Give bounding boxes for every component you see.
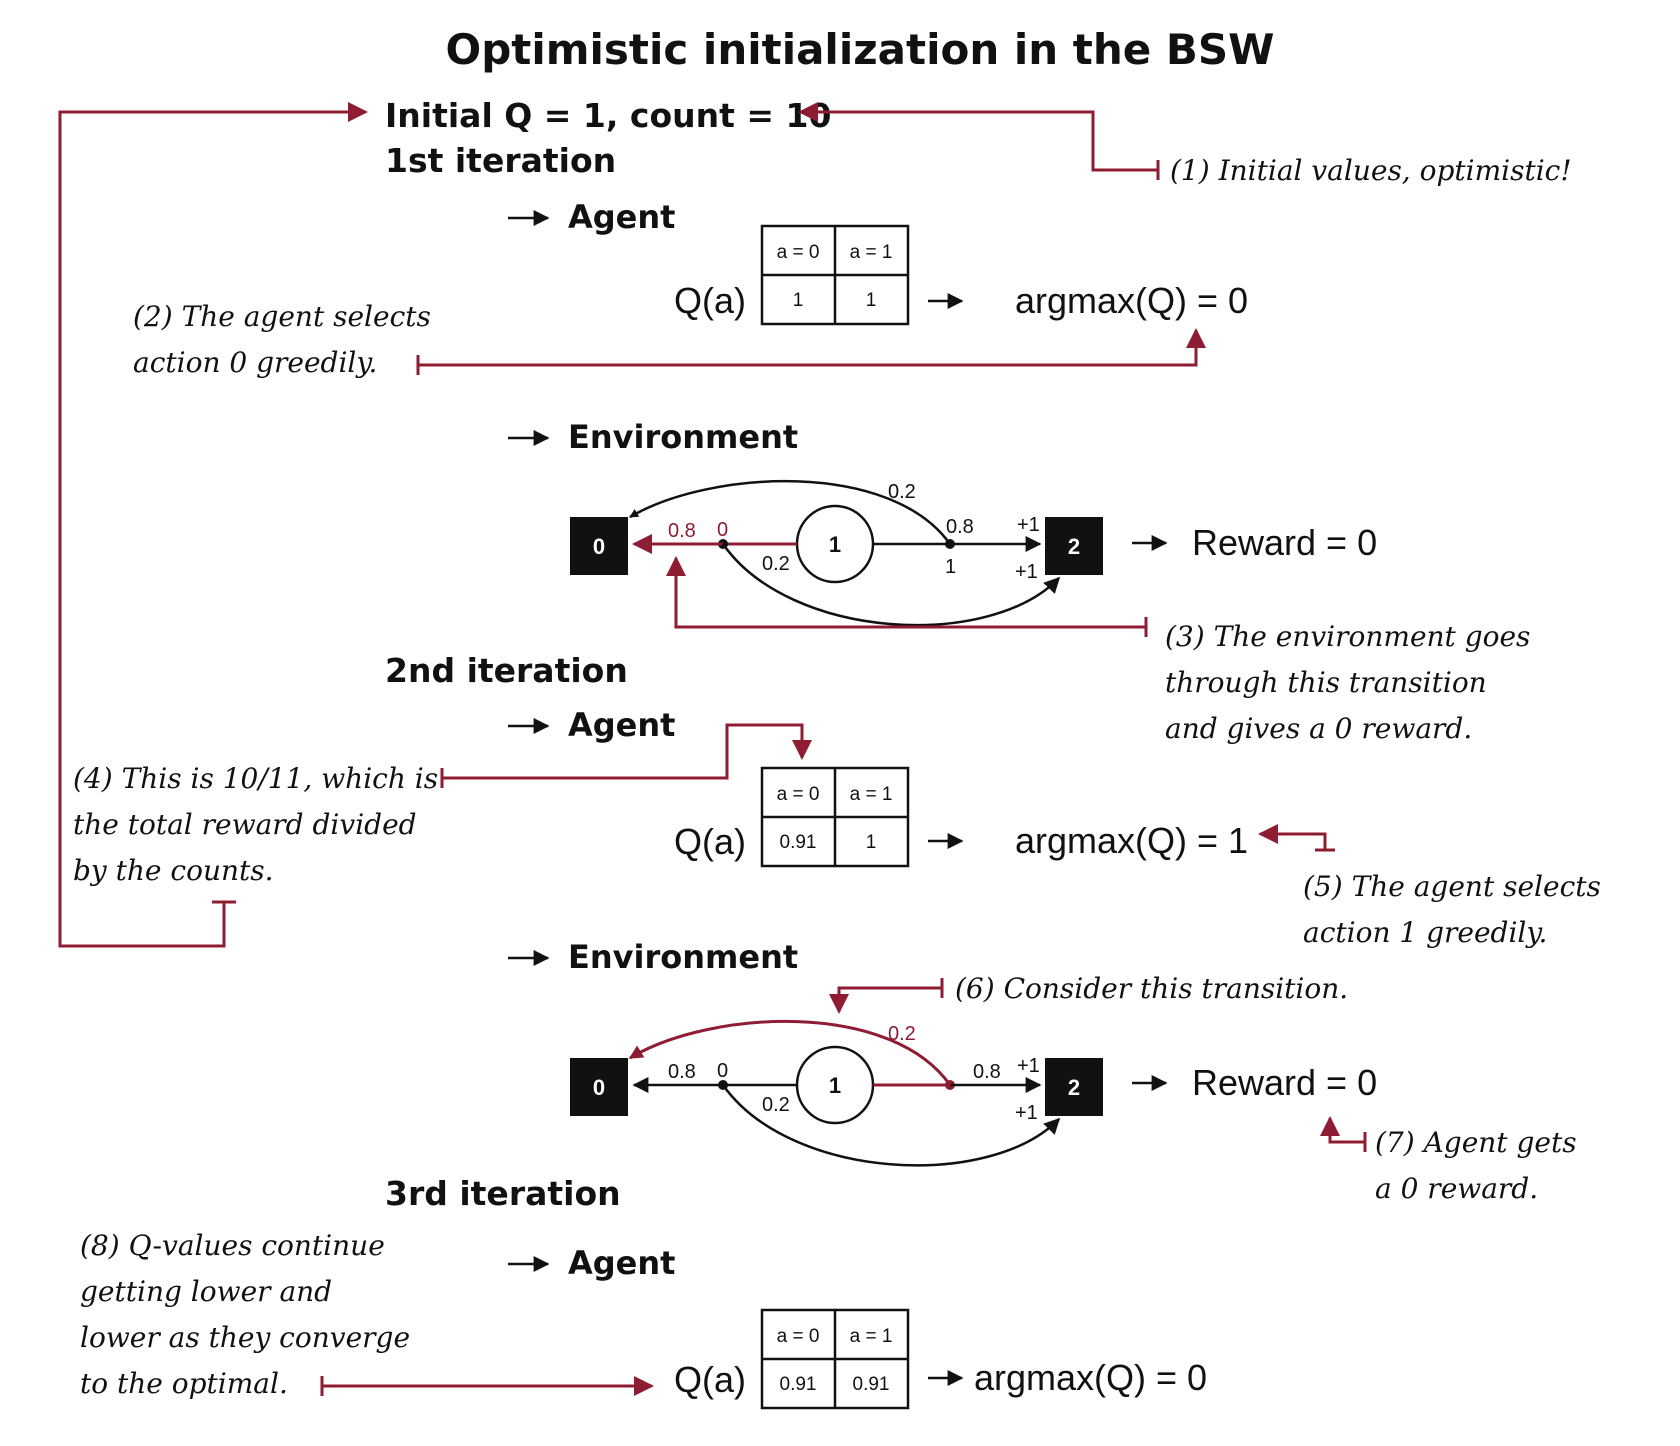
q-header-a0: a = 0 <box>777 1326 820 1347</box>
q-value-a0: 0.91 <box>780 832 817 853</box>
q-table: a = 0 a = 1 0.91 0.91 <box>760 1308 910 1410</box>
argmax-result: argmax(Q) = 1 <box>1015 820 1248 861</box>
q-table: a = 0 a = 1 1 1 <box>760 224 910 326</box>
prob-right: 0.8 <box>946 516 974 538</box>
state-0 <box>570 1058 628 1116</box>
note-3-line-2: through this transition <box>1165 666 1487 699</box>
prob-left: 0.8 <box>668 1061 696 1083</box>
note-8-line-1: (8) Q-values continue <box>80 1229 385 1262</box>
q-label: Q(a) <box>674 280 746 321</box>
environment-label: Environment <box>568 938 798 976</box>
q-value-a0: 1 <box>793 290 804 311</box>
reward-right: +1 <box>1017 1055 1040 1077</box>
note-5-line-2: action 1 greedily. <box>1303 916 1547 949</box>
note-8-line-2: getting lower and <box>80 1275 332 1308</box>
note-8-line-3: lower as they converge <box>80 1321 410 1354</box>
q-value-a1: 0.91 <box>853 1374 890 1395</box>
reward-result: Reward = 0 <box>1192 1062 1377 1103</box>
reward-left: 0 <box>717 1060 728 1082</box>
q-label: Q(a) <box>674 1359 746 1400</box>
note-7-line-1: (7) Agent gets <box>1375 1126 1577 1159</box>
argmax-result: argmax(Q) = 0 <box>1015 280 1248 321</box>
callout-7-arrow <box>1320 1116 1365 1144</box>
initial-values: Initial Q = 1, count = 10 <box>385 96 831 135</box>
state-0-label: 0 <box>593 534 605 559</box>
note-7-line-2: a 0 reward. <box>1375 1172 1538 1205</box>
argmax-result: argmax(Q) = 0 <box>974 1357 1207 1398</box>
state-2-label: 2 <box>1068 1075 1080 1100</box>
page-title: Optimistic initialization in the BSW <box>446 25 1275 74</box>
prob-left: 0.8 <box>668 520 696 542</box>
note-3-line-1: (3) The environment goes <box>1165 620 1530 653</box>
state-0 <box>570 517 628 575</box>
q-value-a1: 1 <box>866 290 877 311</box>
reward-left: 0 <box>717 519 728 541</box>
prob-right-slip: 0.2 <box>888 1023 916 1045</box>
callout-2-arrow <box>418 328 1206 367</box>
transition-left-slip <box>721 1084 1061 1167</box>
note-6: (6) Consider this transition. <box>955 972 1348 1005</box>
state-1-label: 1 <box>829 532 841 557</box>
reward-result: Reward = 0 <box>1192 522 1377 563</box>
environment-label: Environment <box>568 418 798 456</box>
annotations: (1) Initial values, optimistic! (2) The … <box>73 154 1601 1400</box>
transition-right-slip <box>629 479 952 545</box>
transition-left-slip <box>721 543 1061 627</box>
state-2-label: 2 <box>1068 534 1080 559</box>
prob-right: 0.8 <box>973 1061 1001 1083</box>
mdp-diagram: 0 1 2 0.8 0 0.2 0.2 0.8 1 +1 +1 <box>570 479 1103 627</box>
iteration-label: 1st iteration <box>385 141 616 180</box>
transition-right-slip <box>628 1019 952 1086</box>
q-value-a0: 0.91 <box>780 1374 817 1395</box>
note-1: (1) Initial values, optimistic! <box>1170 154 1572 187</box>
prob-left-slip: 0.2 <box>762 1094 790 1116</box>
iteration-1: 1st iteration Agent Q(a) a = 0 a = 1 1 1… <box>385 141 1377 627</box>
iteration-label: 3rd iteration <box>385 1174 621 1213</box>
callout-4-arrow <box>442 723 812 780</box>
q-header-a1: a = 1 <box>850 1326 893 1347</box>
note-4-line-1: (4) This is 10/11, which is <box>73 762 438 795</box>
callout-connectors <box>58 102 1367 1396</box>
q-value-a1: 1 <box>866 832 877 853</box>
reward-right-slip: +1 <box>1015 1102 1038 1124</box>
q-label: Q(a) <box>674 821 746 862</box>
q-header-a1: a = 1 <box>850 242 893 263</box>
note-3-line-3: and gives a 0 reward. <box>1165 712 1472 745</box>
note-8-line-4: to the optimal. <box>80 1367 288 1400</box>
state-0-label: 0 <box>593 1075 605 1100</box>
iteration-2: 2nd iteration Agent Q(a) a = 0 a = 1 0.9… <box>385 651 1377 1167</box>
state-2 <box>1045 1058 1103 1116</box>
prob-certain: 1 <box>945 556 956 578</box>
callout-5-arrow <box>1258 824 1327 850</box>
prob-left-slip: 0.2 <box>762 553 790 575</box>
q-header-a0: a = 0 <box>777 784 820 805</box>
prob-right-slip: 0.2 <box>888 481 916 503</box>
agent-label: Agent <box>568 198 675 236</box>
reward-right: +1 <box>1017 514 1040 536</box>
q-table: a = 0 a = 1 0.91 1 <box>760 766 910 868</box>
callout-3-arrow <box>666 556 1146 629</box>
reward-right-slip: +1 <box>1015 561 1038 583</box>
state-2 <box>1045 517 1103 575</box>
q-header-a0: a = 0 <box>777 242 820 263</box>
note-4-line-2: the total reward divided <box>73 808 417 841</box>
state-1-label: 1 <box>829 1073 841 1098</box>
q-header-a1: a = 1 <box>850 784 893 805</box>
note-4-line-3: by the counts. <box>73 854 274 887</box>
agent-label: Agent <box>568 1244 675 1282</box>
note-2-line-1: (2) The agent selects <box>133 300 431 333</box>
iteration-label: 2nd iteration <box>385 651 628 690</box>
note-2-line-2: action 0 greedily. <box>133 346 377 379</box>
callout-1-arrow <box>798 102 1158 172</box>
agent-label: Agent <box>568 706 675 744</box>
mdp-diagram: 0 1 2 0.8 0 0.2 0.2 0.8 +1 +1 <box>570 1019 1103 1167</box>
callout-6-arrow <box>829 986 942 1014</box>
loop-back-arrow <box>58 102 368 948</box>
note-5-line-1: (5) The agent selects <box>1303 870 1601 903</box>
iteration-3: 3rd iteration Agent Q(a) a = 0 a = 1 0.9… <box>385 1174 1207 1410</box>
